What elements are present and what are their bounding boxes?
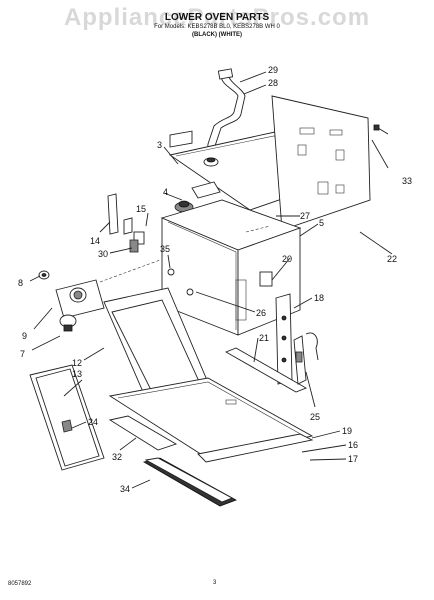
leader-lines	[29, 71, 393, 489]
door-latch	[293, 332, 319, 385]
callout-33: 33	[402, 176, 412, 186]
callout-5: 5	[319, 218, 324, 228]
callout-29: 29	[268, 65, 278, 75]
callout-4: 4	[163, 187, 168, 197]
callout-9: 9	[22, 331, 27, 341]
callout-8: 8	[18, 278, 23, 288]
callout-22: 22	[387, 254, 397, 264]
callout-18: 18	[314, 293, 324, 303]
callout-labels: 29 28 3 33 4 15 27 5 14 35 30 20 22 8 26…	[18, 65, 412, 494]
light-socket	[55, 279, 105, 332]
watermark-text: AppliancePartsPros.com	[63, 4, 371, 31]
callout-3: 3	[157, 140, 162, 150]
callout-27: 27	[300, 211, 310, 221]
callout-32: 32	[112, 452, 122, 462]
side-bracket	[275, 293, 293, 385]
callout-15: 15	[136, 204, 146, 214]
callout-20: 20	[282, 254, 292, 264]
oven-cavity	[160, 199, 302, 336]
color-variants: (BLACK) (WHITE)	[192, 32, 242, 38]
callout-13: 13	[72, 369, 82, 379]
model-numbers: For Models: KEBS278B BL0, KEBS278B WH 0	[154, 24, 280, 30]
callout-26: 26	[256, 308, 266, 318]
callout-21: 21	[259, 333, 269, 343]
vent-grille	[108, 415, 237, 507]
page-number: 3	[213, 580, 217, 586]
callout-19: 19	[342, 426, 352, 436]
bottom-trim	[197, 433, 314, 463]
grommet-8	[38, 270, 50, 280]
vent-tube	[206, 68, 246, 159]
part-code: 8057892	[8, 581, 32, 587]
callout-17: 17	[348, 454, 358, 464]
alignment-dashes	[99, 225, 271, 283]
callout-30: 30	[98, 249, 108, 259]
rail-21	[224, 347, 308, 393]
sensor-bracket	[174, 181, 221, 213]
back-panel	[271, 95, 371, 231]
callout-14: 14	[90, 236, 100, 246]
hinge-brackets	[107, 193, 145, 253]
callout-34: 34	[120, 484, 130, 494]
callout-35: 35	[160, 244, 170, 254]
bottom-panel	[108, 377, 314, 461]
callout-16: 16	[348, 440, 358, 450]
screw-33	[373, 124, 389, 135]
callout-12: 12	[72, 358, 82, 368]
callout-25: 25	[310, 412, 320, 422]
callout-28: 28	[268, 78, 278, 88]
clip-24	[61, 419, 73, 433]
callout-7: 7	[20, 349, 25, 359]
diagram-title: LOWER OVEN PARTS	[164, 12, 270, 23]
door-gasket	[29, 364, 105, 471]
callout-24: 24	[88, 417, 98, 427]
